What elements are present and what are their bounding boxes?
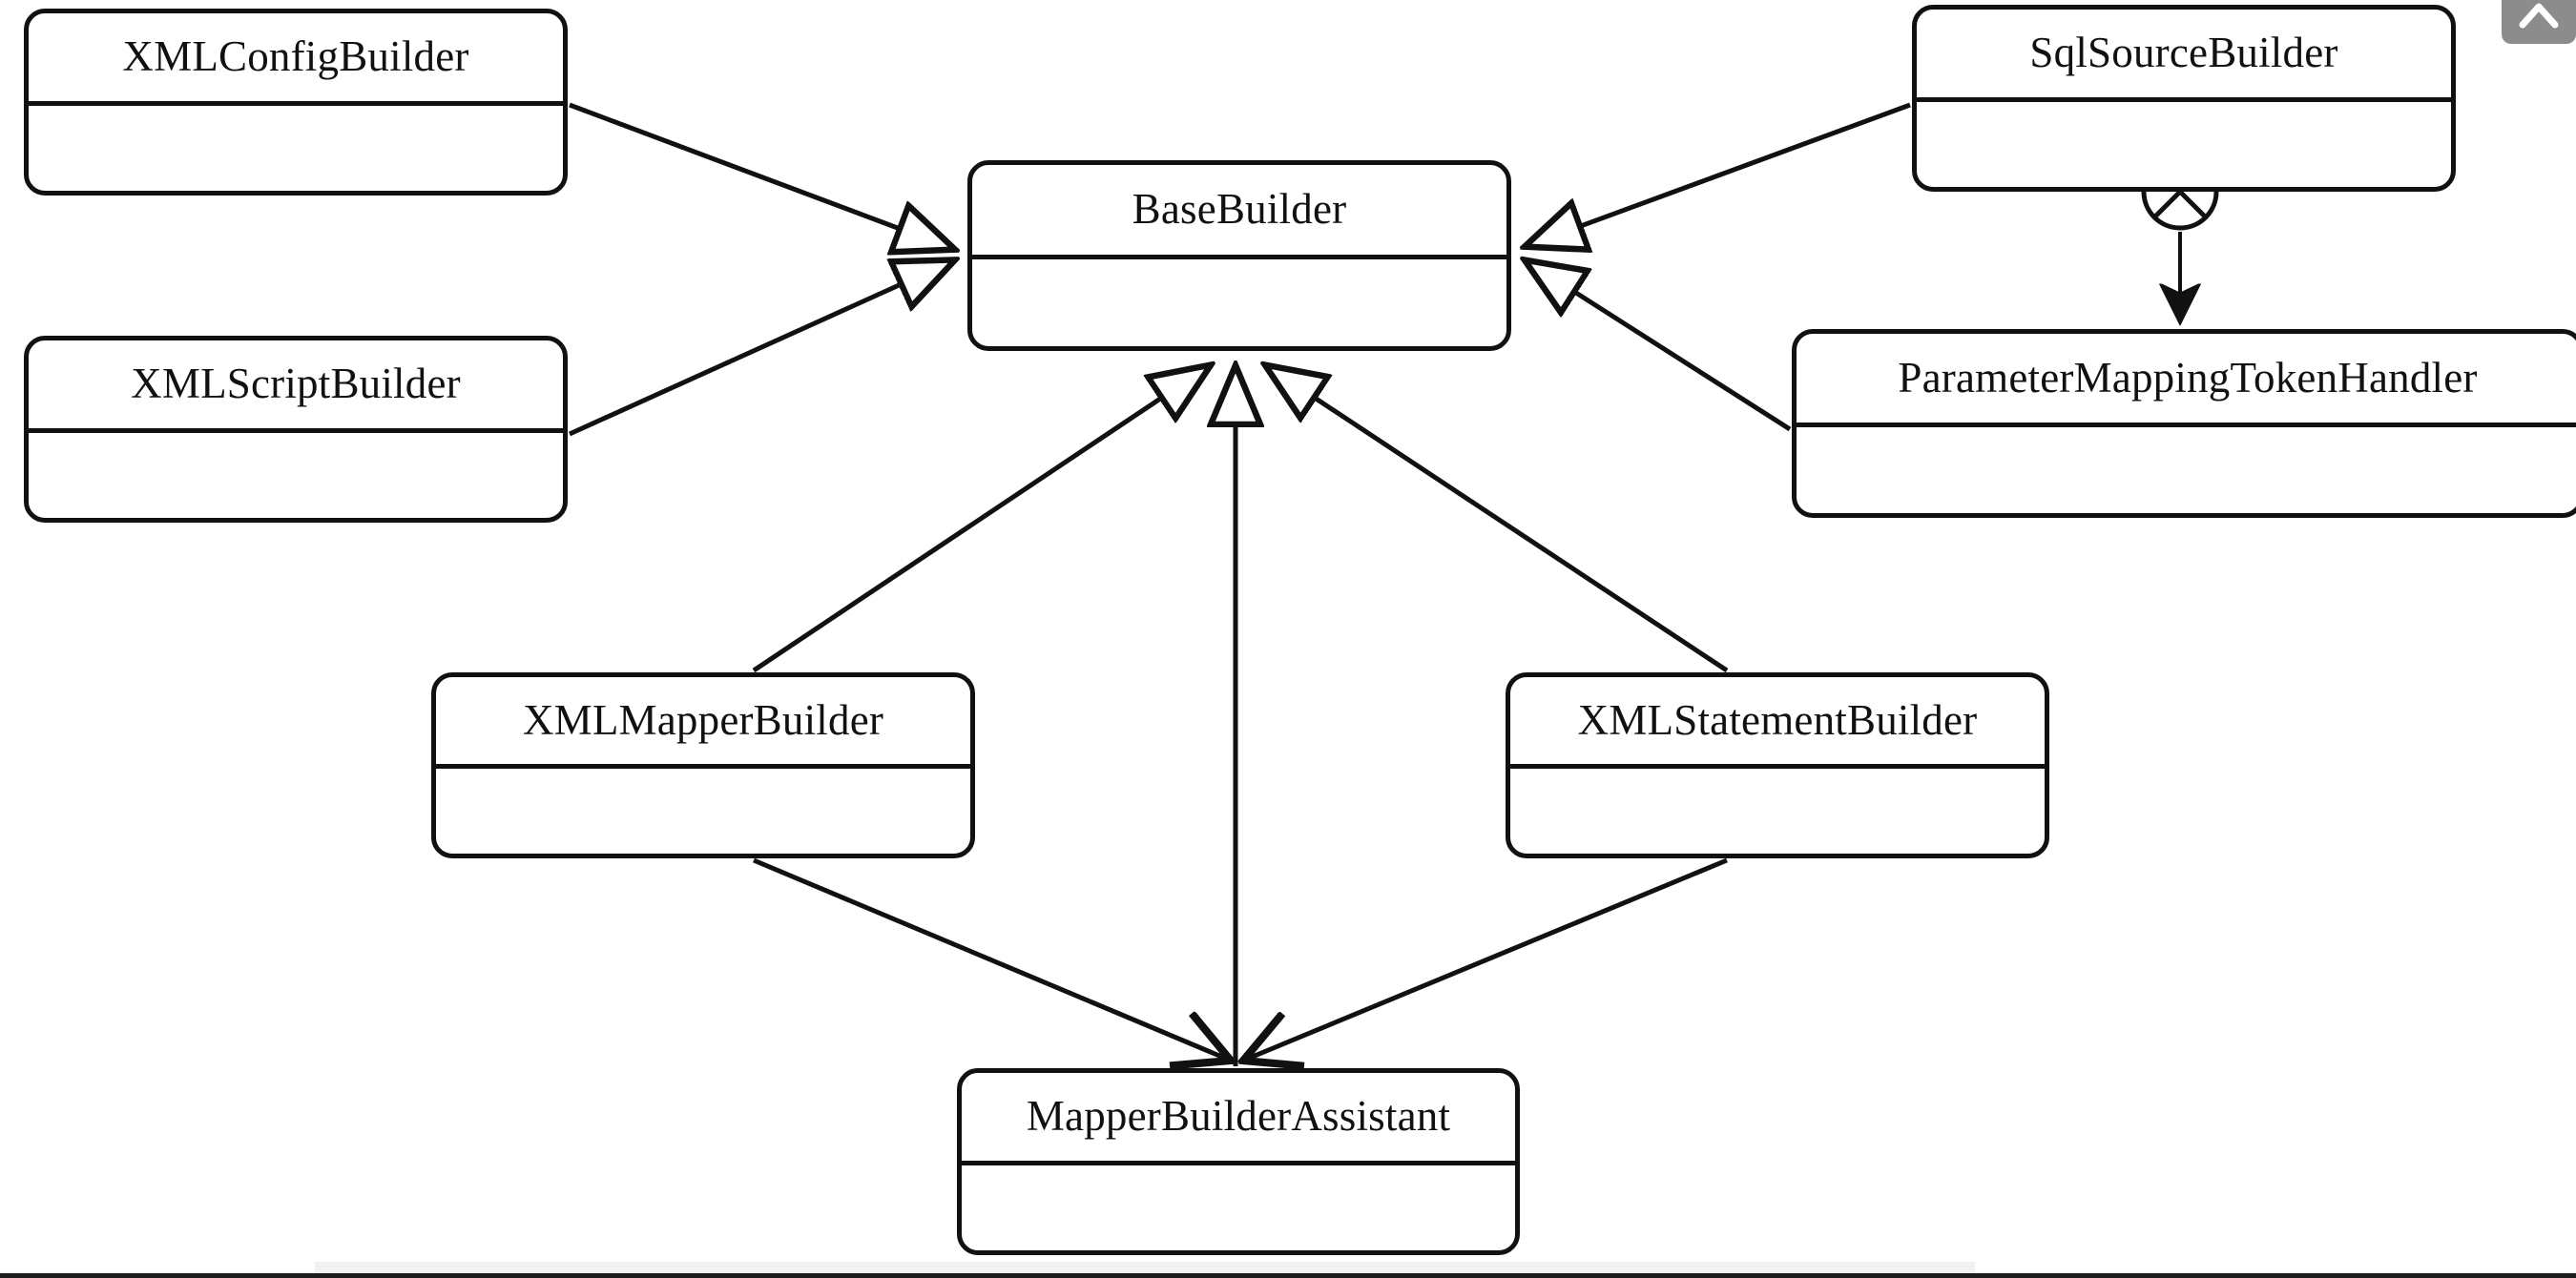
class-box-parameter-mapping-token-handler[interactable]: ParameterMappingTokenHandler xyxy=(1792,329,2576,518)
class-attributes-compartment xyxy=(1510,769,2045,854)
class-name-label: ParameterMappingTokenHandler xyxy=(1898,353,2478,402)
class-box-mapper-builder-assistant[interactable]: MapperBuilderAssistant xyxy=(957,1068,1520,1255)
page-bottom-rule xyxy=(0,1273,2576,1278)
class-attributes-compartment xyxy=(1797,427,2576,513)
class-name-label: XMLConfigBuilder xyxy=(122,32,469,81)
class-name-compartment: ParameterMappingTokenHandler xyxy=(1797,334,2576,427)
class-box-xml-script-builder[interactable]: XMLScriptBuilder xyxy=(24,336,568,523)
class-name-label: XMLScriptBuilder xyxy=(131,360,461,408)
page-bottom-band xyxy=(315,1262,1975,1273)
class-name-label: MapperBuilderAssistant xyxy=(1026,1092,1451,1141)
edge-xmlconfigbuilder-to-basebuilder xyxy=(569,102,956,250)
class-name-compartment: MapperBuilderAssistant xyxy=(962,1073,1515,1165)
edge-sqlsourcebuilder-to-basebuilder xyxy=(1524,102,1911,247)
edge-xmlstatementbuilder-to-basebuilder xyxy=(1264,364,1729,673)
class-name-label: XMLStatementBuilder xyxy=(1577,695,1978,744)
edge-xmlmapperbuilder-to-basebuilder xyxy=(752,364,1212,673)
class-attributes-compartment xyxy=(962,1165,1515,1250)
class-name-compartment: SqlSourceBuilder xyxy=(1917,10,2451,102)
class-attributes-compartment xyxy=(1917,102,2451,187)
class-attributes-compartment xyxy=(29,106,563,191)
class-name-compartment: XMLScriptBuilder xyxy=(29,340,563,433)
class-name-compartment: XMLConfigBuilder xyxy=(29,13,563,106)
class-box-xml-config-builder[interactable]: XMLConfigBuilder xyxy=(24,9,568,196)
class-attributes-compartment xyxy=(972,259,1506,346)
edge-xmlstatementbuilder-to-mapperbuilderassistant xyxy=(1243,857,1728,1061)
class-attributes-compartment xyxy=(29,433,563,518)
scroll-to-top-button[interactable] xyxy=(2502,0,2576,44)
chevron-up-icon xyxy=(2502,0,2576,44)
class-box-sql-source-builder[interactable]: SqlSourceBuilder xyxy=(1912,5,2456,192)
edge-parametermappingtokenhandler-to-basebuilder xyxy=(1524,259,1792,432)
class-name-compartment: XMLMapperBuilder xyxy=(436,677,970,769)
class-attributes-compartment xyxy=(436,769,970,854)
class-name-compartment: XMLStatementBuilder xyxy=(1510,677,2045,769)
class-box-xml-statement-builder[interactable]: XMLStatementBuilder xyxy=(1506,672,2049,858)
class-box-base-builder[interactable]: BaseBuilder xyxy=(967,160,1511,351)
class-name-compartment: BaseBuilder xyxy=(972,165,1506,259)
class-name-label: BaseBuilder xyxy=(1132,185,1347,234)
class-box-xml-mapper-builder[interactable]: XMLMapperBuilder xyxy=(431,672,975,858)
class-name-label: XMLMapperBuilder xyxy=(522,695,884,744)
edge-xmlscriptbuilder-to-basebuilder xyxy=(568,259,956,437)
class-name-label: SqlSourceBuilder xyxy=(2029,29,2338,77)
edge-xmlmapperbuilder-to-mapperbuilderassistant xyxy=(753,857,1231,1061)
